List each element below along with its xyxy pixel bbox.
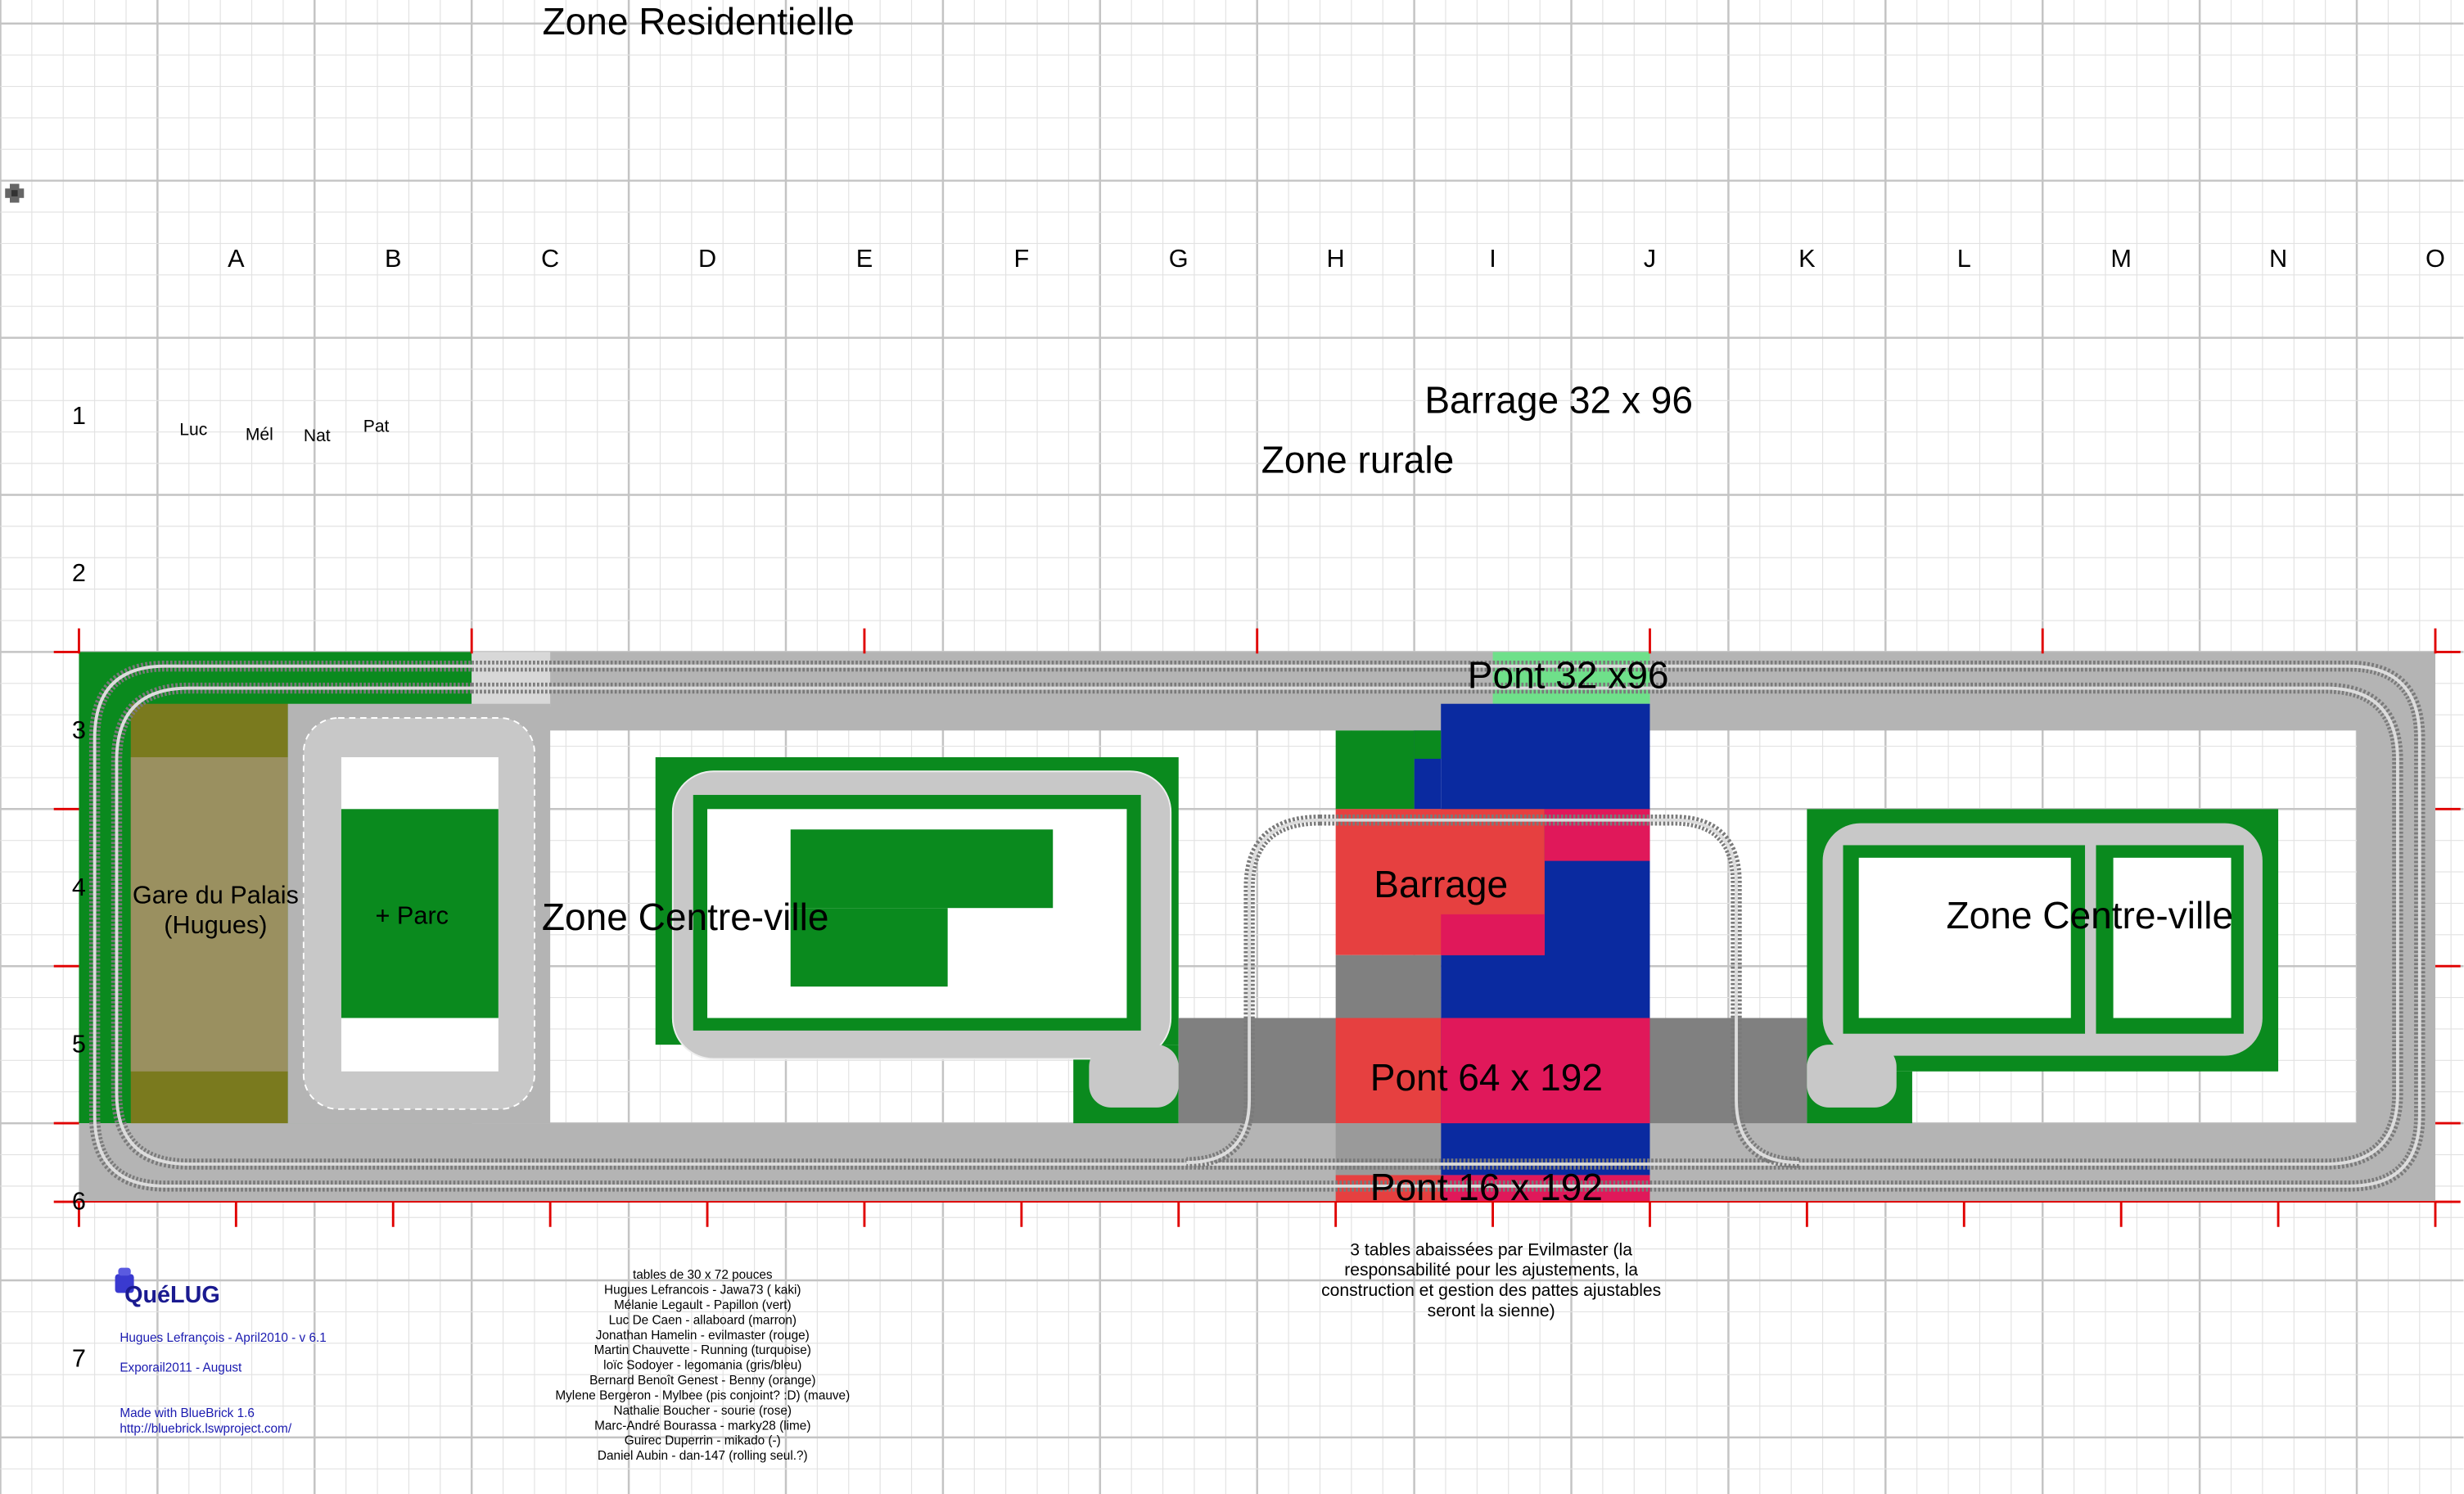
participant-line: tables de 30 x 72 pouces: [633, 1268, 773, 1282]
column-label: E: [856, 244, 873, 273]
note-line: construction et gestion des pattes ajust…: [1321, 1281, 1661, 1300]
table-markers: [53, 628, 2461, 1227]
cv-right-road-spur: [1807, 1045, 1897, 1108]
zone-residentielle-title: Zone Residentielle: [543, 0, 855, 43]
barrage-pink-2: [1441, 914, 1545, 955]
cv-right-inner-2: [2113, 857, 2232, 1018]
column-label: M: [2110, 244, 2132, 273]
participant-line: Bernard Benoît Genest - Benny (orange): [589, 1374, 815, 1388]
credits: QuéLUG Hugues Lefrançois - April2010 - v…: [115, 1267, 327, 1436]
top-left-gap: [472, 652, 551, 707]
participant-line: Daniel Aubin - dan-147 (rolling seul.?): [598, 1449, 808, 1463]
center-loop-track-rails: [1186, 818, 1799, 1165]
owner-nat: Nat: [304, 427, 331, 445]
participant-line: Jonathan Hamelin - evilmaster (rouge): [596, 1329, 810, 1343]
pont-16-label: Pont 16 x 192: [1370, 1166, 1603, 1208]
column-label: J: [1644, 244, 1656, 273]
row-label: 4: [72, 873, 86, 901]
participant-line: Luc De Caen - allaboard (marron): [609, 1313, 797, 1327]
cv-left-road-spur: [1089, 1045, 1179, 1108]
column-labels: A B C D E F G H I J K L M N O: [228, 244, 2445, 273]
barrage-pink-1: [1544, 809, 1650, 861]
participant-line: Mélanie Legault - Papillon (vert): [614, 1298, 792, 1312]
gare-label-2: (Hugues): [164, 910, 267, 939]
column-label: D: [698, 244, 716, 273]
pont-top-label: Pont 32 x96: [1468, 654, 1669, 697]
note-line: responsabilité pour les ajustements, la: [1344, 1261, 1638, 1280]
column-label: C: [541, 244, 559, 273]
column-label: H: [1327, 244, 1345, 273]
pont-64-label: Pont 64 x 192: [1370, 1056, 1603, 1099]
row-label: 2: [72, 558, 86, 587]
tracks: [88, 660, 2426, 1192]
column-label: F: [1013, 244, 1029, 273]
column-label: O: [2426, 244, 2445, 273]
rural-green-2: [1414, 730, 1442, 759]
row-label: 6: [72, 1187, 86, 1216]
column-label: B: [385, 244, 401, 273]
parc-label: + Parc: [375, 900, 449, 929]
row-label: 7: [72, 1344, 86, 1373]
column-label: I: [1489, 244, 1496, 273]
gare-label-1: Gare du Palais: [133, 880, 299, 909]
quelug-logo-icon: QuéLUG: [115, 1267, 220, 1308]
cv-left-block-1: [790, 829, 1054, 909]
owner-mel: Mél: [246, 425, 273, 444]
owner-pat: Pat: [363, 418, 390, 436]
rural-green: [1335, 730, 1415, 810]
evilmaster-note: 3 tables abaissées par Evilmaster (la re…: [1321, 1240, 1661, 1320]
participant-line: Marc-André Bourassa - marky28 (lime): [594, 1419, 810, 1433]
owner-luc: Luc: [179, 421, 207, 440]
cv-left-block-2: [790, 908, 948, 987]
participant-line: Nathalie Boucher - sourie (rose): [614, 1404, 792, 1418]
participant-line: loïc Sodoyer - legomania (gris/bleu): [603, 1359, 801, 1373]
inner-track-rails: [115, 686, 2399, 1166]
row-labels: 1 2 3 4 5 6 7: [72, 401, 86, 1372]
parc-green: [341, 809, 499, 1018]
zone-rurale-title: Zone rurale: [1261, 439, 1454, 481]
cv-right-inner-1: [1858, 857, 2071, 1018]
gare-platform: [130, 756, 288, 1072]
row-label: 5: [72, 1030, 86, 1058]
participant-line: Hugues Lefrancois - Jawa73 ( kaki): [604, 1284, 801, 1298]
credit-made-with: Made with BlueBrick 1.6: [120, 1406, 255, 1420]
quelug-logo: QuéLUG: [124, 1282, 220, 1308]
note-line: seront la sienne): [1428, 1302, 1555, 1320]
centre-ville-left-label: Zone Centre-ville: [542, 896, 829, 938]
row-label: 3: [72, 715, 86, 744]
credit-event: Exporail2011 - August: [120, 1361, 242, 1374]
participant-line: Guirec Duperrin - mikado (-): [625, 1434, 781, 1448]
crosshair-icon: [5, 183, 25, 203]
column-label: G: [1169, 244, 1189, 273]
pont64-pink: [1441, 1018, 1650, 1124]
participant-line: Mylene Bergeron - Mylbee (pis conjoint? …: [555, 1388, 850, 1402]
column-label: L: [1957, 244, 1971, 273]
participant-line: Martin Chauvette - Running (turquoise): [594, 1343, 811, 1357]
row-label: 1: [72, 401, 86, 430]
barrage-size-title: Barrage 32 x 96: [1424, 379, 1693, 422]
column-label: A: [228, 244, 245, 273]
outer-track-rails: [93, 664, 2421, 1188]
column-label: K: [1798, 244, 1816, 273]
credit-url: http://bluebrick.lswproject.com/: [120, 1422, 292, 1436]
credit-author: Hugues Lefrançois - April2010 - v 6.1: [120, 1331, 326, 1345]
centre-ville-right-label: Zone Centre-ville: [1946, 894, 2233, 937]
pont64-red: [1335, 1018, 1442, 1124]
center-gray-1: [1335, 955, 1442, 1018]
note-line: 3 tables abaissées par Evilmaster (la: [1350, 1240, 1632, 1259]
barrage-label: Barrage: [1374, 863, 1508, 905]
column-label: N: [2269, 244, 2287, 273]
